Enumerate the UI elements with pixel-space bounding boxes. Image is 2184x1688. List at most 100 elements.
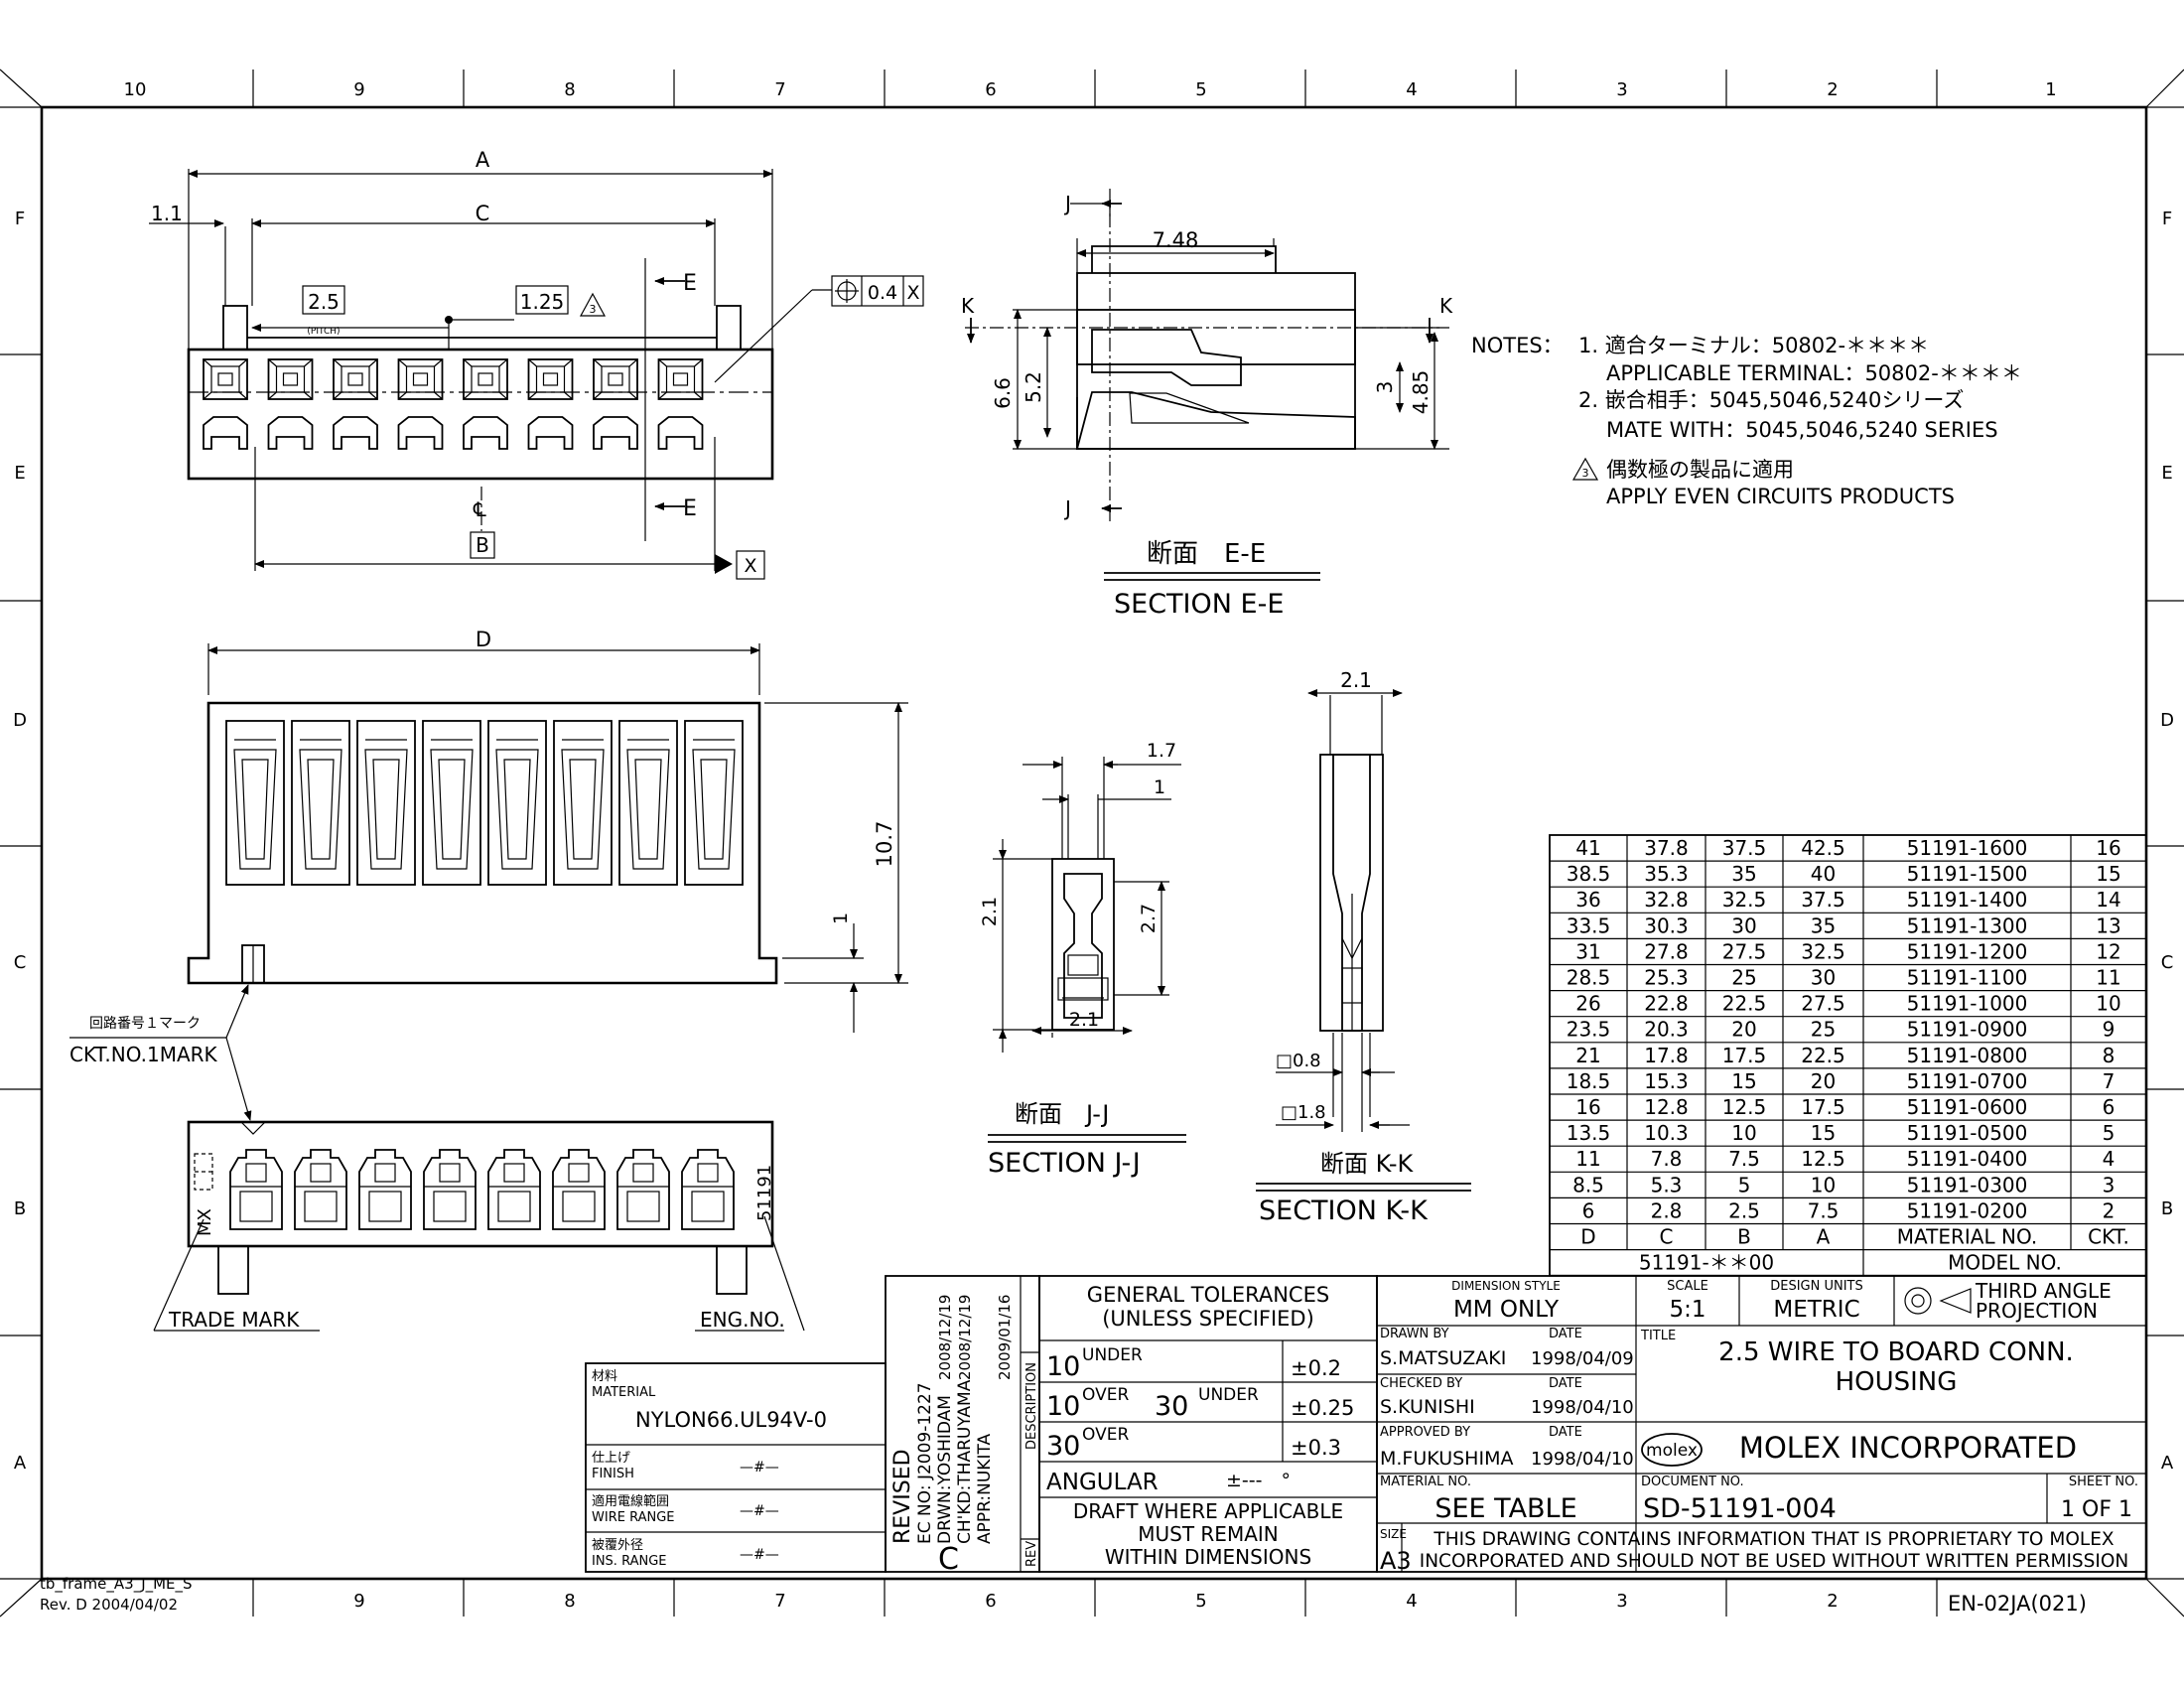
- table-cell: 15: [1731, 1069, 1756, 1093]
- table-cell: 30.3: [1644, 914, 1689, 937]
- terminal-slot: [618, 720, 678, 886]
- ins-range-value: —#—: [740, 1547, 779, 1563]
- checked-by-label: CHECKED BY: [1380, 1376, 1462, 1391]
- tol-row3-tol: ±0.3: [1291, 1436, 1341, 1460]
- proprietary-line-1: THIS DRAWING CONTAINS INFORMATION THAT I…: [1433, 1529, 2114, 1550]
- tol-row2-to: 30: [1155, 1391, 1188, 1422]
- table-cell: 36: [1575, 888, 1600, 912]
- table-cell: 51191-0400: [1907, 1147, 2028, 1171]
- row-label: D: [13, 710, 27, 731]
- table-cell: 14: [2096, 888, 2120, 912]
- terminal-slot: [487, 720, 547, 886]
- tol-angular-value: ±--- °: [1226, 1470, 1291, 1491]
- table-cell: 20: [1731, 1018, 1756, 1042]
- gdt-tolerance: 0.4: [868, 282, 897, 304]
- dim-5-2: 5.2: [1022, 371, 1045, 403]
- section-e-marker: E: [683, 496, 697, 521]
- housing-cavity: [358, 1149, 412, 1230]
- column-label: 3: [1616, 1591, 1627, 1612]
- column-label: 2: [1827, 1591, 1838, 1612]
- column-label: 6: [985, 1591, 996, 1612]
- tol-row1-under: UNDER: [1082, 1345, 1143, 1365]
- notes: NOTES： 1. 適合ターミナル：50802-＊＊＊＊ APPLICABLE …: [1471, 334, 2022, 508]
- row-label: E: [2161, 463, 2172, 484]
- table-cell: 35: [1731, 862, 1756, 886]
- document-no-value: SD-51191-004: [1643, 1493, 1837, 1524]
- wire-range-label-en: WIRE RANGE: [592, 1510, 674, 1525]
- housing-cavity: [681, 1149, 735, 1230]
- ins-range-label-jp: 被覆外径: [592, 1538, 643, 1553]
- table-cell: 6: [2103, 1095, 2116, 1119]
- date-label: DATE: [1549, 1425, 1582, 1440]
- table-cell: 7.5: [1808, 1198, 1840, 1222]
- projection-line-2: PROJECTION: [1976, 1299, 2098, 1323]
- size-label: SIZE: [1380, 1527, 1407, 1541]
- latch-window: [397, 416, 444, 450]
- column-label: 7: [774, 1591, 785, 1612]
- column-label: 8: [564, 1591, 575, 1612]
- tol-row3-over: OVER: [1082, 1425, 1129, 1445]
- checked-by-value: S.KUNISHI: [1380, 1396, 1475, 1418]
- table-cell: 5.3: [1651, 1173, 1683, 1196]
- molex-logo: molex: [1641, 1433, 1703, 1467]
- table-cell: 16: [2096, 836, 2120, 860]
- table-cell: 41: [1575, 836, 1600, 860]
- drawing-title-line-1: 2.5 WIRE TO BOARD CONN.: [1718, 1337, 2074, 1367]
- drawn-by-value: S.MATSUZAKI: [1380, 1347, 1506, 1369]
- table-cell: 10: [1811, 1173, 1836, 1196]
- title-block: DIMENSION STYLE MM ONLY SCALE 5:1 DESIGN…: [1376, 1275, 2147, 1575]
- frame-column-labels: 10 9 8 7 6 5 4 3 2 1 9 8 7 6 5 4 3 2 tb_…: [40, 79, 2087, 1616]
- form-no: EN-02JA(021): [1948, 1592, 2087, 1616]
- row-label: F: [2162, 209, 2172, 229]
- table-cell: 38.5: [1567, 862, 1611, 886]
- tol-row1-value: 10: [1046, 1351, 1080, 1382]
- material-value: NYLON66.UL94V-0: [635, 1408, 827, 1432]
- dim-2-1-horizontal: 2.1: [1069, 1009, 1099, 1031]
- third-angle-icon: [1904, 1287, 1972, 1315]
- table-header-cell: MATERIAL NO.: [1897, 1225, 2037, 1249]
- table-cell: 5: [1738, 1173, 1751, 1196]
- table-cell: 25.3: [1644, 966, 1689, 990]
- dim-a: A: [476, 148, 490, 172]
- sheet-no-label: SHEET NO.: [2069, 1475, 2138, 1489]
- section-j-marker: J: [1063, 192, 1071, 215]
- latch-window: [203, 416, 248, 450]
- table-cell: 17.5: [1722, 1044, 1767, 1067]
- table-cell: 16: [1575, 1095, 1600, 1119]
- dim-4-85: 4.85: [1409, 370, 1433, 415]
- table-cell: 27.5: [1722, 939, 1767, 963]
- top-view: A C 1.1 2.5 (PITCH) 1.25 3 E E ℄ B X: [149, 148, 924, 580]
- latch-window: [593, 416, 638, 450]
- table-cell: 32.5: [1722, 888, 1767, 912]
- notes-title: NOTES：: [1471, 334, 1564, 357]
- table-cell: 2.5: [1728, 1198, 1760, 1222]
- frame-row-labels: F E D C B A F E D C B A: [13, 209, 2174, 1474]
- proprietary-line-2: INCORPORATED AND SHOULD NOT BE USED WITH…: [1420, 1551, 2129, 1572]
- housing-cavity: [552, 1149, 606, 1230]
- table-cell: 25: [1731, 966, 1756, 990]
- table-header-cell: CKT.: [2088, 1225, 2129, 1249]
- frame-rev: Rev. D 2004/04/02: [40, 1596, 178, 1614]
- table-cell: 51191-1300: [1907, 914, 2028, 937]
- mx-mark: MX: [195, 1208, 215, 1236]
- cavity-window: [267, 358, 314, 400]
- note-2-en: MATE WITH：5045,5046,5240 SERIES: [1606, 418, 1998, 442]
- section-k-marker: K: [1439, 294, 1453, 318]
- table-cell: 51191-1200: [1907, 939, 2028, 963]
- housing-cavity: [423, 1149, 477, 1230]
- company-name: MOLEX INCORPORATED: [1739, 1431, 2077, 1465]
- cavity-window: [527, 358, 574, 400]
- dim-b: B: [476, 533, 489, 557]
- table-cell: 51191-0300: [1907, 1173, 2028, 1196]
- model-no-label: MODEL NO.: [1948, 1251, 2062, 1275]
- latch-window: [267, 416, 314, 450]
- dim-style-label: DIMENSION STYLE: [1451, 1279, 1561, 1293]
- table-cell: 22.5: [1722, 992, 1767, 1016]
- series-number: 51191-＊＊00: [1639, 1251, 1774, 1275]
- table-cell: 11: [1575, 1147, 1600, 1171]
- table-cell: 12: [2096, 939, 2120, 963]
- table-cell: 8: [2103, 1044, 2116, 1067]
- projection-line-1: THIRD ANGLE: [1975, 1279, 2112, 1303]
- dim-sq-0-8: □0.8: [1276, 1051, 1321, 1071]
